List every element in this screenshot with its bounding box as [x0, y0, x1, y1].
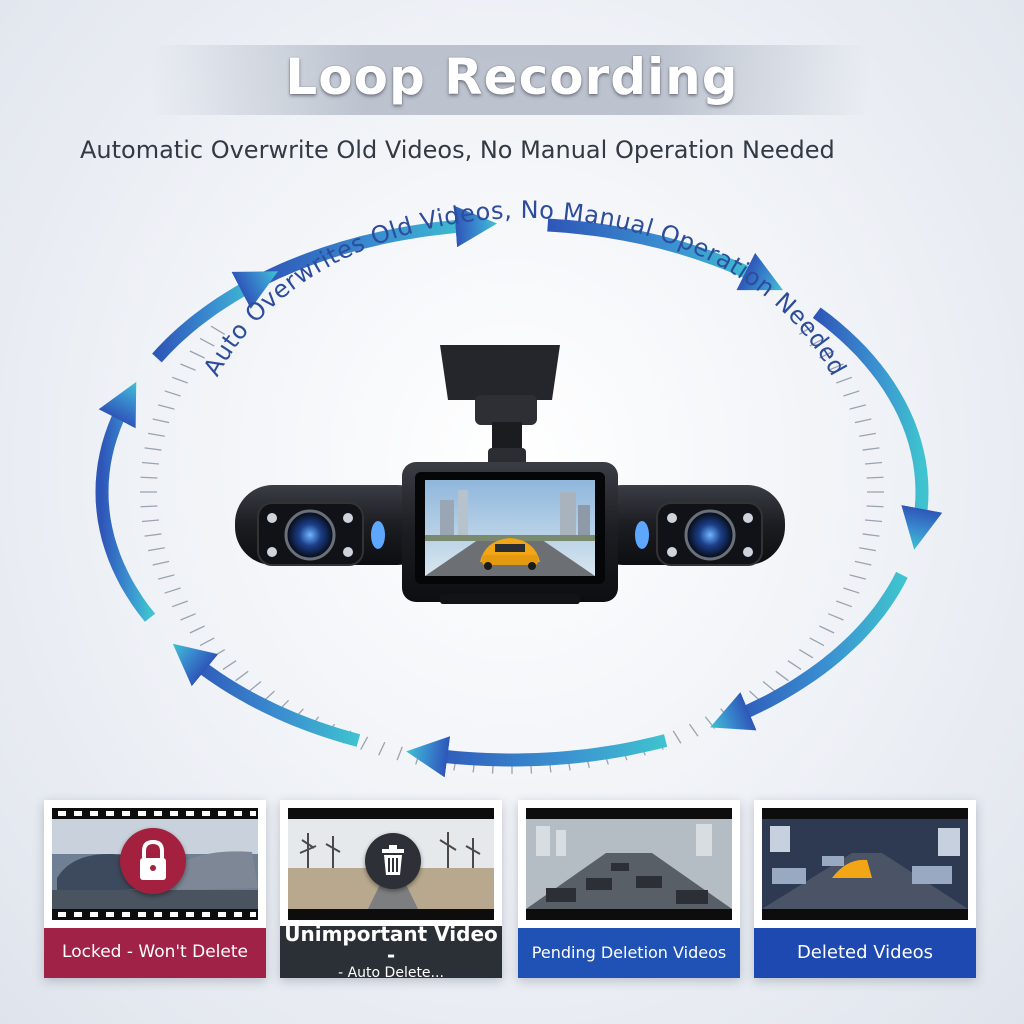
tick-mark: [849, 574, 866, 580]
tick-mark: [672, 730, 682, 744]
arrow-segment: [256, 205, 498, 287]
tick-mark: [222, 660, 237, 671]
tick-mark: [148, 547, 165, 552]
tick-mark: [360, 736, 369, 750]
arrow-segment: [812, 307, 943, 550]
tick-mark: [148, 432, 165, 437]
tick-mark: [210, 648, 226, 659]
tick-mark: [866, 505, 884, 508]
tick-mark: [843, 587, 860, 594]
tick-mark: [843, 390, 860, 397]
tick-mark: [862, 447, 880, 451]
tick-mark: [158, 404, 175, 410]
tick-mark: [819, 625, 835, 634]
tick-mark: [864, 461, 883, 465]
card-thumbnail: [526, 808, 732, 920]
tick-mark: [396, 746, 403, 761]
tick-mark: [164, 587, 181, 594]
arrow-segment: [152, 271, 279, 363]
card-locked: Locked - Won't Delete: [44, 800, 266, 978]
trash-icon: [365, 833, 421, 889]
tick-mark: [141, 519, 160, 523]
tick-mark: [180, 613, 196, 621]
tick-mark: [199, 637, 215, 647]
tick-mark: [158, 574, 175, 580]
card-label: Pending Deletion Videos: [518, 928, 740, 978]
arrow-segment: [172, 643, 361, 747]
tick-mark: [189, 625, 205, 634]
card-deleted: Deleted Videos: [754, 800, 976, 978]
tick-mark: [809, 337, 825, 347]
arrow-segment: [95, 381, 156, 622]
tick-mark: [164, 390, 181, 397]
tick-mark: [415, 750, 421, 765]
tick-mark: [152, 418, 170, 424]
tick-mark: [798, 648, 814, 659]
tick-mark: [199, 337, 215, 347]
tick-mark: [862, 533, 880, 537]
tick-mark: [859, 432, 876, 437]
camera-screen: [425, 480, 595, 576]
tick-mark: [144, 533, 162, 537]
page-title: Loop Recording: [285, 48, 739, 106]
tick-mark: [171, 376, 188, 384]
tick-mark: [787, 660, 802, 671]
arrow-segment: [710, 571, 908, 731]
tick-mark: [248, 681, 262, 692]
card-thumbnail: [762, 808, 968, 920]
tick-mark: [854, 560, 872, 566]
tick-mark: [819, 350, 835, 359]
tick-mark: [704, 716, 716, 729]
tick-mark: [866, 476, 884, 479]
tick-mark: [141, 461, 160, 465]
tick-mark: [809, 637, 825, 647]
tick-mark: [688, 723, 699, 737]
tick-mark: [836, 376, 853, 384]
tick-mark: [828, 363, 844, 371]
title-band: [150, 45, 870, 115]
tick-mark: [775, 670, 789, 682]
tick-mark: [210, 325, 226, 336]
tick-mark: [378, 741, 386, 756]
tick-mark: [798, 325, 814, 336]
card-label: Deleted Videos: [754, 928, 976, 978]
tick-mark: [189, 350, 205, 359]
card-label: Unimportant Video - - Auto Delete...: [280, 923, 502, 980]
tick-mark: [828, 613, 844, 621]
dash-camera: [235, 345, 785, 604]
tick-mark: [144, 447, 162, 451]
arrow-segment: [406, 734, 668, 778]
tick-mark: [152, 560, 170, 566]
right-lens: [684, 509, 736, 561]
card-pending: Pending Deletion Videos: [518, 800, 740, 978]
tick-mark: [864, 519, 883, 523]
tick-marks: [140, 325, 884, 774]
card-label: Locked - Won't Delete: [44, 928, 266, 978]
tick-mark: [180, 363, 196, 371]
tick-mark: [140, 505, 158, 508]
tick-mark: [171, 600, 188, 608]
arrow-segment: [547, 218, 784, 291]
tick-mark: [854, 418, 872, 424]
tick-mark: [235, 670, 249, 682]
tick-mark: [836, 600, 853, 608]
lock-icon: [120, 828, 186, 894]
tick-mark: [140, 476, 158, 479]
tick-mark: [859, 547, 876, 552]
card-unimportant: Unimportant Video - - Auto Delete...: [280, 800, 502, 980]
tick-mark: [762, 681, 776, 692]
mount-plate: [440, 345, 560, 400]
tick-mark: [849, 404, 866, 410]
page-subtitle: Automatic Overwrite Old Videos, No Manua…: [80, 136, 835, 164]
arrow-segments: [95, 205, 943, 778]
left-lens: [284, 509, 336, 561]
